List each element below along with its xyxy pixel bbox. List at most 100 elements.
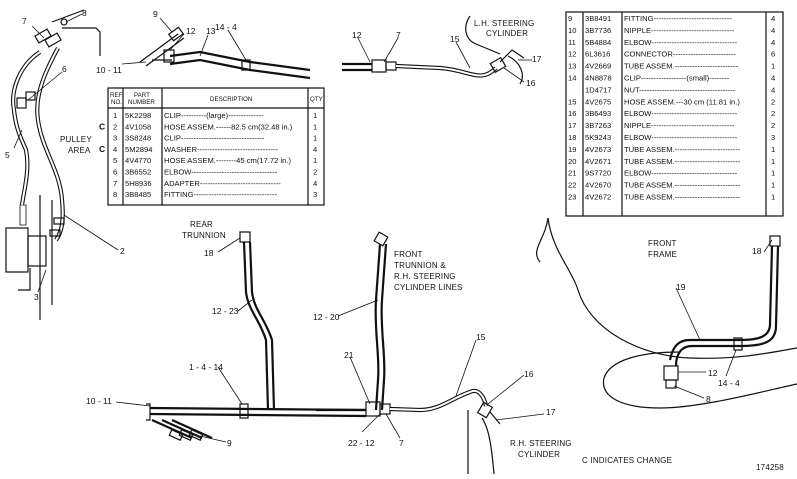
callout-9-lower: 9: [227, 438, 232, 448]
ref-number: 14: [568, 74, 576, 83]
part-quantity: 2: [771, 121, 775, 130]
part-quantity: 6: [771, 50, 775, 59]
part-description: WASHER--------------------------------: [164, 145, 278, 154]
callout-19: 19: [676, 282, 686, 292]
part-quantity: 1: [313, 156, 317, 165]
front-trunnion-label-1: FRONT: [394, 250, 423, 259]
part-number: 5K9243: [585, 133, 611, 142]
ref-number: 13: [568, 62, 576, 71]
part-number: 3B8485: [125, 190, 151, 199]
callout-8-frame: 8: [706, 394, 711, 404]
callout-15-rh: 15: [476, 332, 486, 342]
connector-12-frame: [663, 365, 679, 381]
part-quantity: 4: [771, 74, 775, 83]
front-frame-label-1: FRONT: [648, 239, 677, 248]
part-number: 4V2670: [585, 181, 611, 190]
callout-8-top: 8: [82, 8, 87, 18]
ref-number: 10: [568, 26, 576, 35]
callout-18-rear: 18: [204, 248, 214, 258]
callout-13: 13: [206, 26, 216, 36]
callout-16-rh: 16: [524, 369, 534, 379]
rear-trunnion-label-2: TRUNNION: [182, 231, 226, 240]
part-quantity: 1: [313, 134, 317, 143]
callout-1-4-14: 1 - 4 - 14: [189, 362, 223, 372]
ref-number: 15: [568, 97, 576, 106]
frame-outlines: [39, 195, 797, 475]
part-description: NIPPLE---------------------------------: [624, 121, 735, 130]
callout-9-top: 9: [153, 9, 158, 19]
ref-number: 11: [568, 38, 576, 47]
part-number: 4V2673: [585, 145, 611, 154]
ref-number: 6: [113, 168, 117, 177]
fitting-9-top: [167, 26, 185, 42]
elbow-21: [365, 401, 381, 417]
part-description: ELBOW----------------------------------: [624, 169, 738, 178]
callout-21: 21: [344, 350, 354, 360]
ref-number: 8: [113, 190, 117, 199]
callout-14-4-frame: 14 - 4: [718, 378, 740, 388]
tube-assembly-19: [668, 245, 774, 361]
part-description: HOSE ASSEM.---30 cm (11.81 in.): [624, 97, 740, 106]
area-captions: PULLEY AREA L.H. STEERING CYLINDER REAR …: [60, 19, 784, 472]
part-quantity: 2: [771, 109, 775, 118]
part-description: ADAPTER--------------------------------: [164, 179, 281, 188]
part-number: 5H8936: [125, 179, 152, 188]
part-quantity: 2: [313, 168, 317, 177]
callout-15-lh: 15: [450, 34, 460, 44]
part-description: CLIP---------------------------------: [164, 134, 265, 143]
tube-assembly-20: [374, 243, 382, 411]
ref-number: 23: [568, 193, 576, 202]
nipple-17-lh: [499, 49, 525, 63]
leader-lines: [13, 13, 773, 443]
ref-number: 1: [113, 111, 117, 120]
elbow-16-rh: [476, 401, 494, 419]
part-number: 3B6552: [125, 168, 151, 177]
ref-number: 17: [568, 121, 576, 130]
part-quantity: 4: [313, 179, 317, 188]
elbow-16-lh: [489, 56, 507, 74]
change-indicator: C: [99, 144, 105, 154]
front-trunnion-label-4: CYLINDER LINES: [394, 283, 463, 292]
callout-10-11-lower: 10 - 11: [86, 396, 112, 406]
part-description: NIPPLE---------------------------------: [624, 26, 735, 35]
header-ref-2: NO.: [111, 99, 122, 106]
fitting-8-frame: [665, 379, 677, 389]
callout-22-12: 22 - 12: [348, 438, 375, 448]
change-indicator: C: [99, 121, 105, 131]
callout-12-top: 12: [186, 26, 196, 36]
clip-14-frame: [733, 337, 743, 351]
callout-7-top: 7: [22, 16, 27, 26]
callout-14-4-top: 14 - 4: [215, 22, 237, 32]
header-part-2: NUMBER: [128, 99, 155, 106]
pulley-area-label-2: AREA: [68, 146, 91, 155]
ref-number: 5: [113, 156, 117, 165]
tube-assembly-23: [242, 241, 270, 411]
part-description: FITTING---------------------------------: [164, 190, 277, 199]
callout-10-11-top: 10 - 11: [96, 65, 122, 75]
part-quantity: 3: [771, 133, 775, 142]
hose-assembly-2: [35, 46, 65, 242]
connector-12-top: [163, 49, 175, 63]
part-number: 3B7736: [585, 26, 611, 35]
part-description: TUBE ASSEM.--------------------------: [624, 145, 741, 154]
part-quantity: 4: [771, 26, 775, 35]
part-number: 4V2675: [585, 97, 611, 106]
elbow-18-rear: [239, 231, 251, 243]
part-description: CLIP------------------(small)--------: [624, 74, 730, 83]
part-number: 3S8248: [125, 134, 151, 143]
part-quantity: 4: [771, 85, 775, 94]
part-description: CONNECTOR-------------------------: [624, 50, 736, 59]
callout-12-20: 12 - 20: [313, 312, 340, 322]
part-description: TUBE ASSEM.--------------------------: [624, 193, 741, 202]
lower-fitting-cluster: [146, 403, 213, 441]
ref-number: 18: [568, 133, 576, 142]
rear-trunnion-line: [239, 231, 276, 411]
front-frame-line: [663, 235, 781, 389]
elbow-6: [16, 97, 27, 109]
part-description: CLIP----------(large)--------------: [164, 111, 264, 120]
tube-13-assembly: [139, 26, 311, 80]
ref-number: 12: [568, 50, 576, 59]
change-indicator-note: C INDICATES CHANGE: [582, 456, 672, 465]
pulley-housing: [5, 227, 29, 273]
part-number: 5B4884: [585, 38, 611, 47]
